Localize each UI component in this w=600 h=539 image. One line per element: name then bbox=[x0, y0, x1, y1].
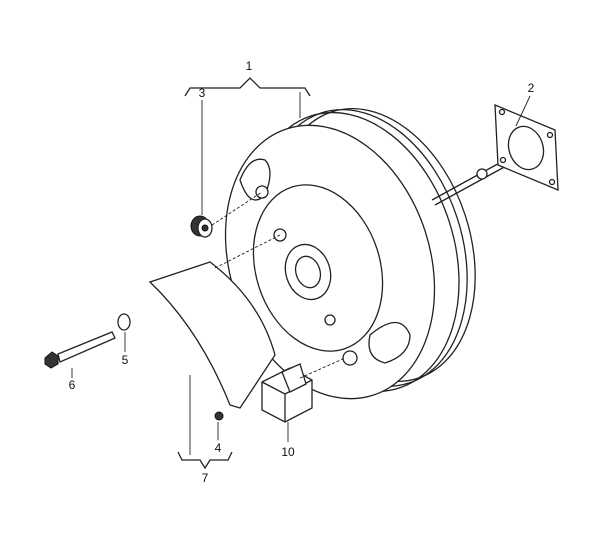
push-rod bbox=[431, 159, 509, 206]
group-bracket-7 bbox=[177, 451, 233, 470]
callout-3: 3 bbox=[198, 86, 206, 100]
assembly-line bbox=[299, 357, 346, 379]
nut bbox=[190, 215, 213, 238]
group-bracket-1 bbox=[184, 77, 311, 97]
assembly-line bbox=[214, 234, 281, 269]
callout-4: 4 bbox=[214, 441, 222, 455]
washer bbox=[117, 313, 131, 331]
brake-booster bbox=[224, 108, 476, 400]
callout-2: 2 bbox=[527, 81, 535, 95]
callout-10: 10 bbox=[281, 445, 295, 459]
callout-7: 7 bbox=[201, 471, 209, 485]
leader-line-2 bbox=[515, 95, 531, 127]
vacuum-sensor bbox=[261, 363, 313, 423]
small-nut bbox=[214, 411, 224, 421]
callout-6: 6 bbox=[68, 378, 76, 392]
gasket bbox=[494, 104, 559, 191]
bolt bbox=[44, 331, 116, 369]
callout-5: 5 bbox=[121, 353, 129, 367]
callout-1: 1 bbox=[245, 59, 253, 73]
heat-shield bbox=[148, 261, 276, 409]
